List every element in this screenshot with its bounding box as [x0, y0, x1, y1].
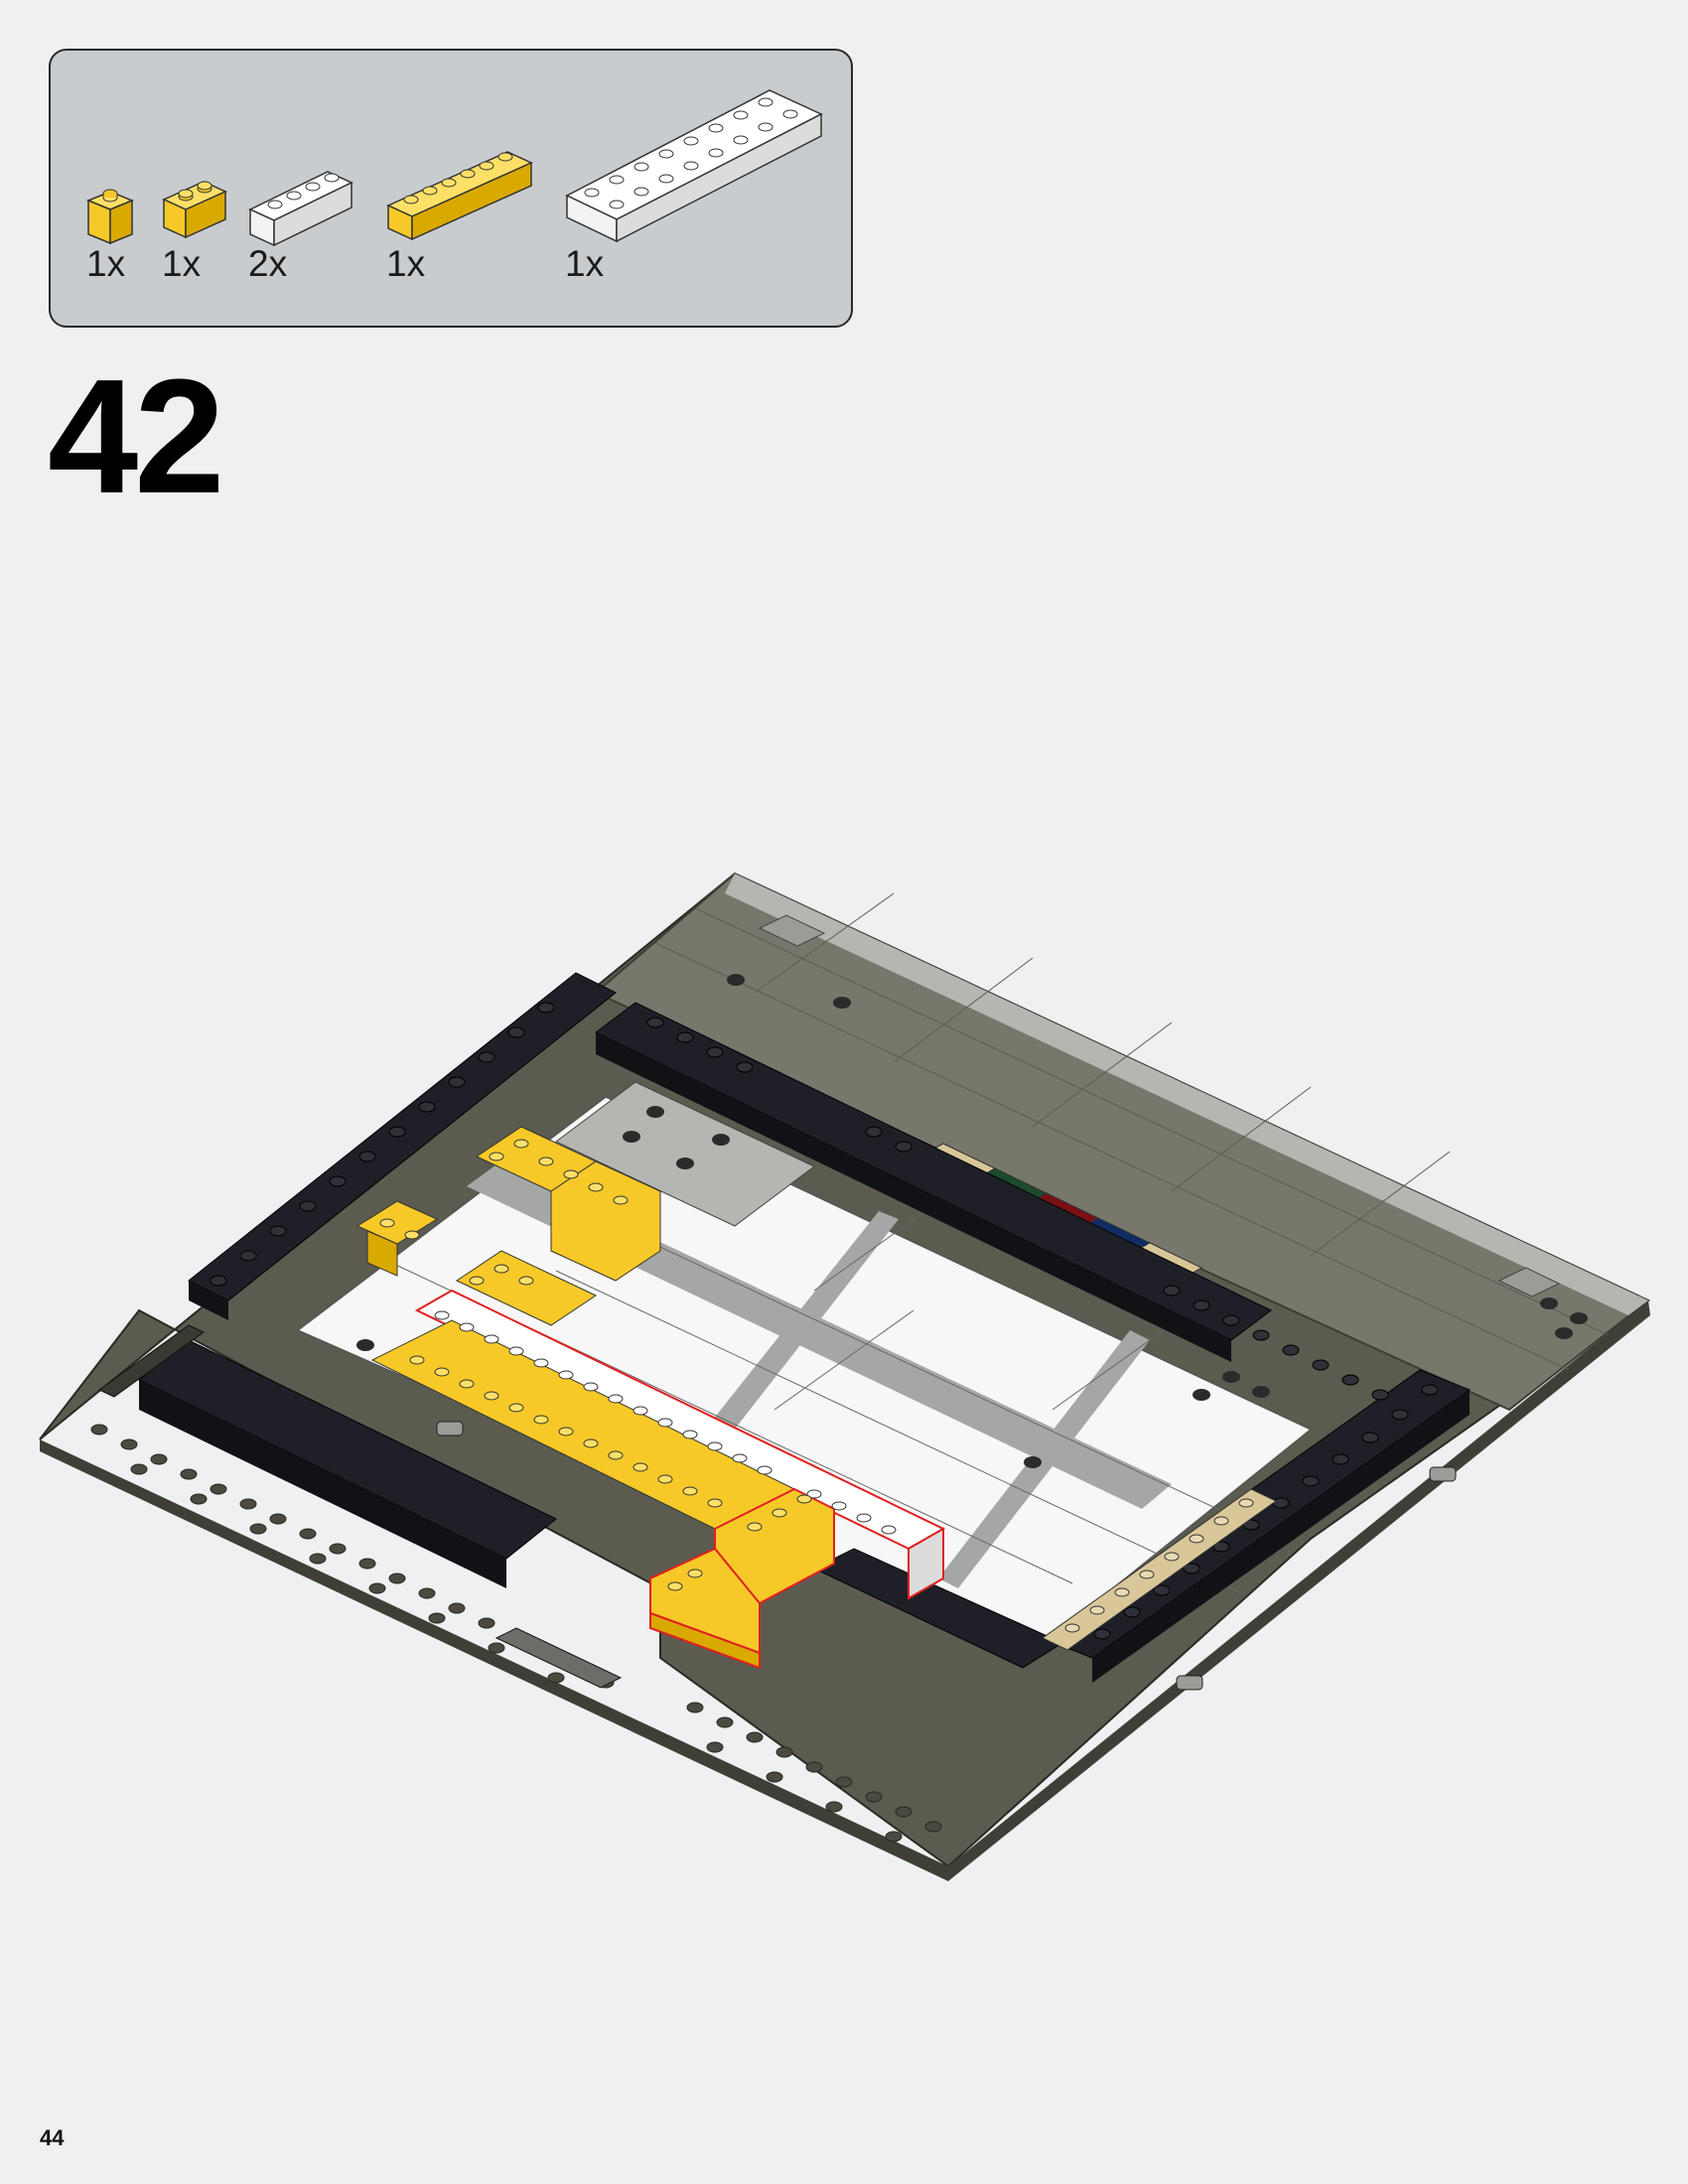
clip-connector	[436, 1421, 1457, 1691]
part-quantity: 1x	[162, 243, 202, 284]
step-number: 42	[48, 345, 224, 527]
page-number: 44	[40, 2125, 65, 2150]
yellow-1x6-brick-icon	[386, 151, 533, 241]
part-quantity: 1x	[86, 243, 126, 284]
white-2x8-brick-icon	[565, 89, 823, 243]
yellow-1x2-brick-icon	[162, 181, 227, 239]
part-quantity: 1x	[386, 243, 426, 284]
part-quantity: 1x	[565, 243, 605, 284]
part-quantity: 2x	[248, 243, 288, 284]
bench	[98, 1324, 205, 1398]
yellow-bricks	[455, 1250, 598, 1326]
yellow-1x1-brick-icon	[86, 189, 134, 245]
grey-floor-band	[685, 1211, 899, 1467]
drain-grate	[758, 914, 826, 947]
grey-platform	[555, 1081, 815, 1227]
white-1x4-brick-icon	[248, 171, 353, 247]
bench	[494, 1627, 623, 1689]
grey-floor-band	[938, 1330, 1150, 1588]
drain-grate	[1497, 1267, 1561, 1297]
black-wall-back	[595, 1002, 1272, 1341]
yellow-bricks	[550, 1160, 661, 1282]
parts-callout: 1x 1x 2x	[49, 49, 853, 328]
